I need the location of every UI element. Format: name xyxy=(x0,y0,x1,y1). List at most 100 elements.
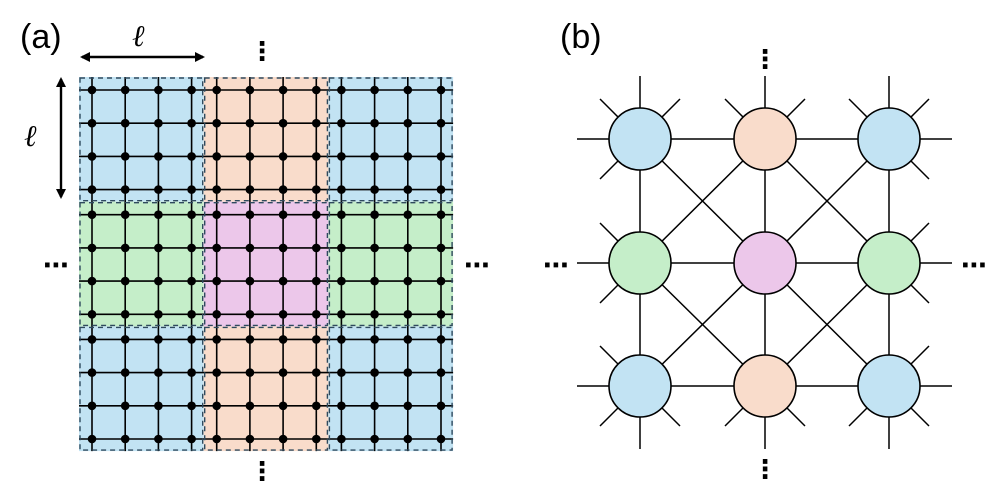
lattice-site xyxy=(154,368,163,377)
lattice-site xyxy=(87,310,97,319)
lattice-site xyxy=(403,335,413,344)
lattice-site xyxy=(312,210,321,219)
lattice-site xyxy=(278,85,288,95)
node-blue xyxy=(857,354,921,418)
horizontal-length-label: ℓ xyxy=(132,19,145,54)
panel-b: (b) ⋮ ⋮ ⋯ ⋯ xyxy=(543,18,987,485)
lattice-site xyxy=(403,118,413,128)
lattice-site xyxy=(370,401,379,411)
lattice-site xyxy=(436,185,446,194)
lattice-site xyxy=(154,85,163,95)
lattice-site xyxy=(87,434,97,444)
lattice-site xyxy=(187,243,196,253)
ellipsis-right-b: ⋯ xyxy=(961,251,987,281)
lattice-site xyxy=(312,335,321,344)
lattice-site xyxy=(403,243,413,253)
lattice-site xyxy=(154,401,163,411)
lattice-site xyxy=(212,335,221,344)
lattice-site xyxy=(337,368,346,377)
lattice-site xyxy=(312,243,321,253)
lattice-site xyxy=(337,185,346,194)
lattice-site xyxy=(87,118,97,128)
lattice-site xyxy=(87,85,97,95)
lattice-site xyxy=(278,335,288,344)
lattice-site xyxy=(120,85,130,95)
block-border xyxy=(79,326,204,451)
lattice-site xyxy=(212,401,221,411)
node-green xyxy=(857,231,921,295)
lattice-site xyxy=(337,434,346,444)
panel-a: (a) ℓ ℓ ⋮ ⋮ ⋯ ⋯ xyxy=(20,18,490,487)
ellipsis-top: ⋮ xyxy=(249,37,275,67)
lattice-site xyxy=(187,368,196,377)
lattice-site xyxy=(278,276,288,286)
lattice-site xyxy=(154,243,163,253)
lattice-site xyxy=(120,185,130,194)
lattice-site xyxy=(120,310,130,319)
lattice-site xyxy=(245,118,255,128)
ellipsis-left-b: ⋯ xyxy=(543,251,569,281)
lattice-site xyxy=(154,276,163,286)
lattice-site xyxy=(370,210,379,219)
lattice-site xyxy=(337,210,346,219)
lattice-site xyxy=(337,85,346,95)
lattice-site xyxy=(154,434,163,444)
lattice-site xyxy=(212,185,221,194)
lattice-site xyxy=(403,85,413,95)
lattice-site xyxy=(87,243,97,253)
lattice-site xyxy=(370,276,379,286)
lattice-site xyxy=(436,310,446,319)
lattice-site xyxy=(337,152,346,161)
lattice-site xyxy=(403,310,413,319)
lattice-site xyxy=(154,185,163,194)
lattice-site xyxy=(187,310,196,319)
lattice-site xyxy=(436,368,446,377)
lattice-site xyxy=(436,335,446,344)
lattice-site xyxy=(187,210,196,219)
lattice-site xyxy=(87,152,97,161)
block-border xyxy=(79,77,204,202)
lattice-site xyxy=(312,276,321,286)
lattice-site xyxy=(120,434,130,444)
block-border xyxy=(328,201,453,327)
lattice-site xyxy=(245,276,255,286)
block-tiles xyxy=(79,77,454,452)
lattice-site xyxy=(120,118,130,128)
lattice-site xyxy=(370,335,379,344)
lattice-site xyxy=(403,434,413,444)
lattice-site xyxy=(87,276,97,286)
lattice-site xyxy=(436,210,446,219)
lattice-site xyxy=(154,310,163,319)
block-border xyxy=(328,77,453,202)
lattice-site xyxy=(278,210,288,219)
lattice-site xyxy=(436,152,446,161)
lattice-site xyxy=(212,152,221,161)
ellipsis-right: ⋯ xyxy=(464,251,490,281)
lattice-site xyxy=(87,368,97,377)
lattice-site xyxy=(370,118,379,128)
lattice-site xyxy=(403,368,413,377)
lattice-site xyxy=(212,434,221,444)
lattice-site xyxy=(337,276,346,286)
lattice-site xyxy=(278,434,288,444)
lattice-site xyxy=(154,210,163,219)
lattice-site xyxy=(403,185,413,194)
block-border xyxy=(203,77,329,202)
lattice-site xyxy=(245,152,255,161)
lattice-site xyxy=(245,243,255,253)
node-pink xyxy=(733,231,797,295)
lattice-site xyxy=(337,118,346,128)
lattice-site xyxy=(337,243,346,253)
lattice-site xyxy=(245,434,255,444)
block-blue xyxy=(328,326,454,452)
lattice-site xyxy=(403,152,413,161)
lattice-site xyxy=(245,368,255,377)
block-border xyxy=(203,201,329,327)
lattice-site xyxy=(187,401,196,411)
lattice-site xyxy=(436,401,446,411)
lattice-site xyxy=(187,85,196,95)
lattice-site xyxy=(87,185,97,194)
lattice-site xyxy=(212,243,221,253)
lattice-site xyxy=(370,368,379,377)
block-green xyxy=(328,201,454,327)
